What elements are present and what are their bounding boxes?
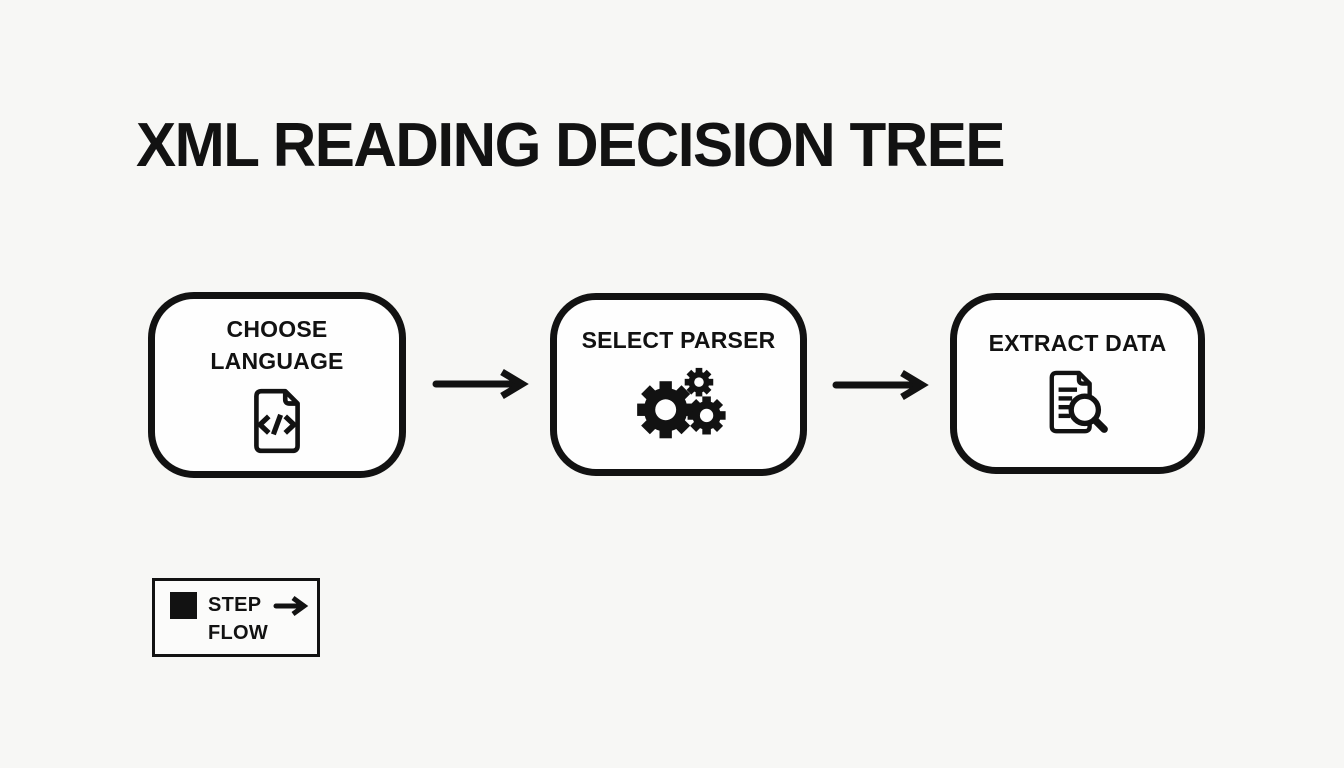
node-extract-data: EXTRACT DATA bbox=[950, 293, 1205, 474]
node-choose-language: CHOOSE LANGUAGE bbox=[148, 292, 406, 478]
node-label-line1: EXTRACT DATA bbox=[988, 330, 1167, 357]
gears-icon bbox=[631, 366, 727, 444]
document-search-icon bbox=[1044, 369, 1112, 439]
node-select-parser: SELECT PARSER bbox=[550, 293, 807, 476]
node-label-line1: SELECT PARSER bbox=[581, 327, 776, 354]
node-label-line1: CHOOSE bbox=[226, 316, 328, 343]
legend: STEP FLOW bbox=[152, 578, 320, 657]
node-label: SELECT PARSER bbox=[582, 325, 776, 356]
diagram-title: XML READING DECISION TREE bbox=[136, 111, 1006, 180]
node-label-line2: LANGUAGE bbox=[210, 347, 344, 374]
flow-arrow-icon bbox=[430, 367, 530, 401]
node-label: EXTRACT DATA bbox=[989, 328, 1167, 359]
legend-step-label: STEP bbox=[208, 594, 262, 616]
node-label: CHOOSE LANGUAGE bbox=[210, 314, 343, 376]
step-square-icon bbox=[170, 592, 197, 619]
flow-arrow-icon bbox=[830, 368, 930, 402]
code-file-icon bbox=[246, 386, 308, 456]
legend-flow-label: FLOW bbox=[208, 622, 269, 644]
flow-arrow-icon bbox=[273, 595, 309, 617]
legend-row: STEP bbox=[170, 592, 317, 619]
